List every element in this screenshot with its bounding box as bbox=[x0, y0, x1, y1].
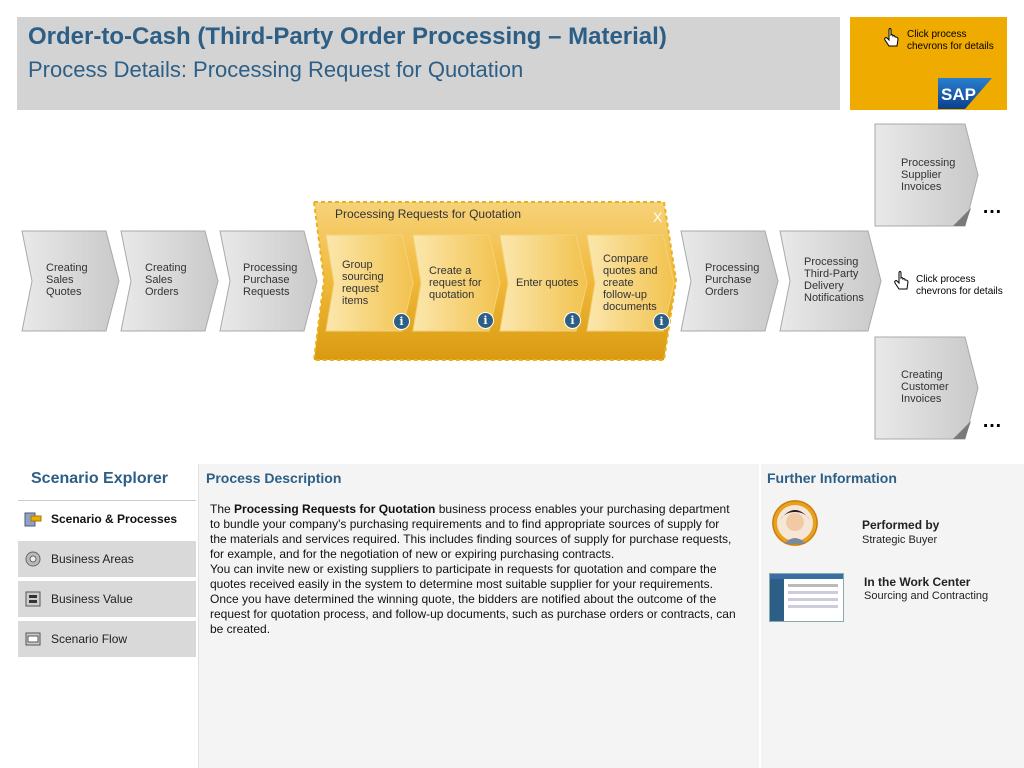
more-indicator-top: … bbox=[982, 196, 1003, 218]
chevron-creating-customer-invoices[interactable]: Creating Customer Invoices bbox=[873, 336, 979, 440]
nav-business-value[interactable]: Business Value bbox=[18, 581, 196, 619]
nav-scenario-flow[interactable]: Scenario Flow bbox=[18, 621, 196, 659]
substep-enter-quotes[interactable]: Enter quotes bbox=[498, 234, 588, 332]
substep-label: Compare quotes and create follow-up docu… bbox=[603, 253, 658, 313]
substep-create-rfq[interactable]: Create a request for quotation bbox=[411, 234, 501, 332]
scenario-icon bbox=[24, 512, 42, 527]
chevron-label: Creating Sales Orders bbox=[145, 262, 187, 298]
process-description-title: Process Description bbox=[206, 470, 342, 486]
performed-by-value: Strategic Buyer bbox=[862, 534, 938, 546]
desc-text: The bbox=[210, 502, 235, 516]
page-title: Order-to-Cash (Third-Party Order Process… bbox=[28, 23, 667, 50]
hint-text-top: Click process chevrons for details bbox=[907, 29, 994, 52]
desc-paragraph: You can invite new or existing suppliers… bbox=[210, 562, 717, 591]
nav-label: Business Areas bbox=[51, 552, 134, 566]
chevron-creating-sales-orders[interactable]: Creating Sales Orders bbox=[117, 230, 219, 332]
hint-text-middle: Click process chevrons for details bbox=[916, 274, 1003, 297]
avatar bbox=[772, 500, 818, 546]
info-icon[interactable]: i bbox=[564, 312, 581, 329]
chevron-creating-sales-quotes[interactable]: Creating Sales Quotes bbox=[18, 230, 120, 332]
page-subtitle: Process Details: Processing Request for … bbox=[28, 57, 524, 82]
desc-bold: Processing Requests for Quotation bbox=[234, 502, 436, 516]
scenario-explorer-title: Scenario Explorer bbox=[31, 470, 168, 487]
nav-label: Business Value bbox=[51, 592, 133, 606]
more-indicator-bottom: … bbox=[982, 410, 1003, 432]
chevron-label: Processing Third-Party Delivery Notifica… bbox=[804, 256, 864, 304]
panel-divider bbox=[759, 470, 761, 754]
brand-panel bbox=[850, 17, 1007, 110]
chevron-processing-supplier-invoices[interactable]: Processing Supplier Invoices bbox=[873, 123, 979, 227]
info-icon[interactable]: i bbox=[653, 313, 670, 330]
info-icon[interactable]: i bbox=[477, 312, 494, 329]
svg-text:SAP: SAP bbox=[941, 85, 976, 104]
header-banner bbox=[17, 17, 840, 110]
nav-business-areas[interactable]: Business Areas bbox=[18, 541, 196, 579]
nav-label: Scenario & Processes bbox=[51, 512, 178, 526]
sap-logo: SAP bbox=[938, 78, 992, 109]
work-center-value: Sourcing and Contracting bbox=[864, 590, 989, 602]
work-center-label: In the Work Center bbox=[864, 575, 971, 589]
substep-label: Create a request for quotation bbox=[429, 265, 482, 301]
work-center-thumbnail bbox=[769, 573, 844, 622]
chevron-label: Processing Purchase Orders bbox=[705, 262, 760, 298]
substep-compare-quotes[interactable]: Compare quotes and create follow-up docu… bbox=[585, 234, 675, 332]
nav-label: Scenario Flow bbox=[51, 632, 128, 646]
info-icon[interactable]: i bbox=[393, 313, 410, 330]
expanded-process-title: Processing Requests for Quotation bbox=[335, 207, 522, 221]
hand-pointer-icon bbox=[884, 28, 899, 47]
substep-label: Enter quotes bbox=[516, 277, 579, 289]
flow-icon bbox=[25, 632, 41, 646]
value-icon bbox=[25, 591, 41, 607]
performed-by-label: Performed by bbox=[862, 518, 940, 532]
chevron-label: Processing Supplier Invoices bbox=[901, 157, 956, 193]
gear-icon bbox=[25, 551, 41, 567]
chevron-processing-third-party-delivery[interactable]: Processing Third-Party Delivery Notifica… bbox=[776, 230, 882, 332]
chevron-processing-purchase-requests[interactable]: Processing Purchase Requests bbox=[216, 230, 318, 332]
nav-scenario-processes[interactable]: Scenario & Processes bbox=[18, 500, 196, 539]
close-expanded-button[interactable]: X bbox=[653, 209, 663, 225]
hand-pointer-icon bbox=[894, 271, 909, 290]
chevron-label: Creating Customer Invoices bbox=[901, 369, 949, 405]
chevron-processing-purchase-orders[interactable]: Processing Purchase Orders bbox=[677, 230, 779, 332]
desc-paragraph: Once you have determined the winning quo… bbox=[210, 592, 736, 636]
substep-label: Group sourcing request items bbox=[342, 259, 384, 307]
chevron-label: Processing Purchase Requests bbox=[243, 262, 298, 298]
chevron-label: Creating Sales Quotes bbox=[46, 262, 88, 298]
substep-group-sourcing[interactable]: Group sourcing request items bbox=[324, 234, 414, 332]
process-description-panel bbox=[198, 464, 759, 768]
further-information-title: Further Information bbox=[767, 470, 897, 486]
desc-text: business process enables your purchasing… bbox=[210, 502, 732, 561]
process-description-body: The Processing Requests for Quotation bu… bbox=[210, 502, 736, 637]
